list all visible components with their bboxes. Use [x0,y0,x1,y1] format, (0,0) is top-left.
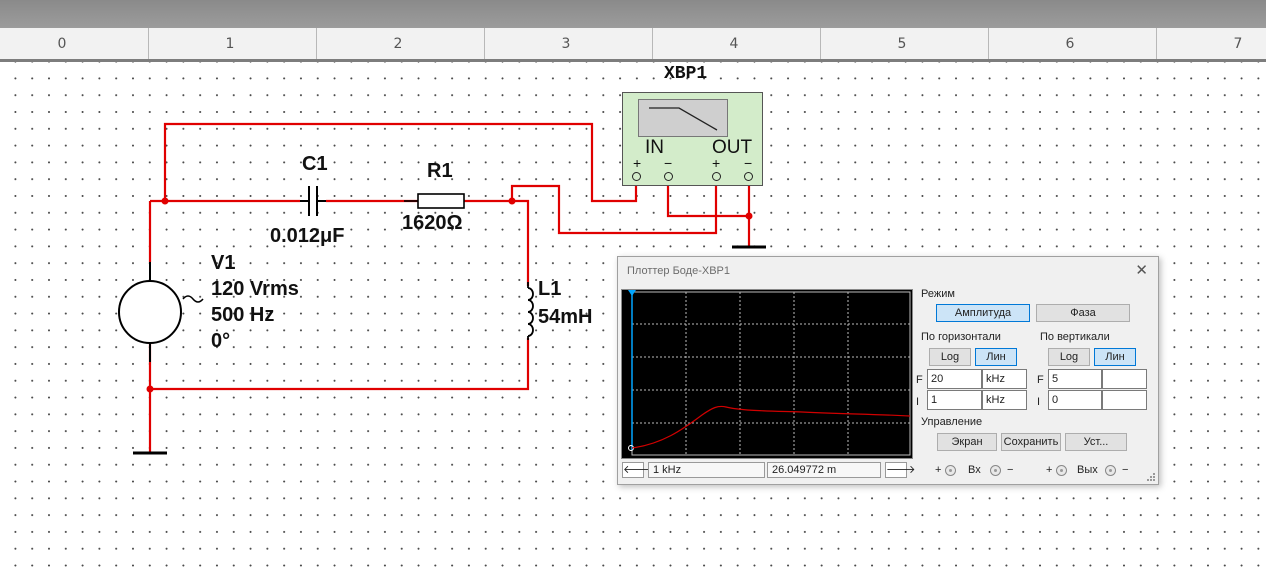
out-plus-sign: + [712,155,721,171]
ruler-label: 6 [1065,36,1075,52]
capacitor-c1[interactable] [300,186,326,216]
wire-in-plus[interactable] [163,122,638,203]
terminal-out-plus[interactable] [712,172,721,181]
screen-button[interactable]: Экран [937,433,997,451]
vertical-final-input[interactable]: 5 [1048,369,1102,389]
terminal-out-minus[interactable] [744,172,753,181]
junction-dot [508,197,516,205]
ruler-label: 3 [561,36,571,52]
r1-name: R1 [427,160,453,182]
r1-value: 1620Ω [402,212,463,234]
cursor-left-button[interactable]: 🡐 [622,462,653,478]
v1-frequency: 500 Hz [211,304,275,326]
vertical-lin-button[interactable]: Лин [1094,348,1136,366]
ruler-label: 1 [225,36,235,52]
v1-name: V1 [211,252,236,274]
close-icon[interactable]: ✕ [1135,262,1148,279]
horizontal-initial-label: I [916,396,920,408]
in-plus-sign: + [935,464,942,476]
in-plus-sign: + [633,155,642,171]
bode-plot-screen[interactable] [621,289,913,459]
out-plus-terminal[interactable] [1056,465,1067,476]
out-plus-sign: + [1046,464,1053,476]
junction-dot [745,212,753,220]
junction-dot [161,197,169,205]
l1-name: L1 [538,278,562,300]
wire-in-minus[interactable] [666,176,749,218]
ruler-label: 0 [57,36,67,52]
bode-icon [638,99,728,137]
in-minus-terminal[interactable] [990,465,1001,476]
wire-out-plus[interactable] [510,176,718,235]
in-plus-terminal[interactable] [945,465,956,476]
ruler-label: 7 [1233,36,1243,52]
vertical-initial-input[interactable]: 0 [1048,390,1102,410]
mode-group-label: Режим [921,288,955,300]
vertical-final-unit[interactable] [1102,369,1147,389]
horizontal-group-label: По горизонтали [921,331,1001,343]
ac-source-v1[interactable] [118,262,204,362]
terminal-in-plus[interactable] [632,172,641,181]
in-minus-sign: − [664,155,673,171]
horizontal-lin-button[interactable]: Лин [975,348,1017,366]
wire-l1-return[interactable] [150,338,530,391]
horizontal-initial-unit[interactable]: kHz [982,390,1027,410]
instrument-label: XBP1 [664,64,708,84]
v1-voltage: 120 Vrms [211,278,299,300]
window-title: Плоттер Боде-XBP1 [627,265,730,277]
horizontal-log-button[interactable]: Log [929,348,971,366]
out-minus-terminal[interactable] [1105,465,1116,476]
toolbar-area [0,0,1266,28]
out-terminals-label: Вых [1077,464,1098,476]
in-label: IN [645,137,664,158]
ruler-label: 2 [393,36,403,52]
horizontal-initial-input[interactable]: 1 [927,390,982,410]
in-minus-sign: − [1007,464,1014,476]
in-terminals-label: Вх [968,464,981,476]
horizontal-final-unit[interactable]: kHz [982,369,1027,389]
ruler-label: 4 [729,36,739,52]
horizontal-final-label: F [916,374,923,386]
out-label: OUT [712,137,753,158]
save-button[interactable]: Сохранить [1001,433,1061,451]
cursor-right-button[interactable]: 🡒 [885,462,916,478]
settings-button[interactable]: Уст... [1065,433,1127,451]
cursor-marker-icon[interactable] [628,290,636,296]
resize-grip-icon[interactable] [1146,472,1156,482]
terminal-in-minus[interactable] [664,172,673,181]
control-group-label: Управление [921,416,983,428]
amplitude-curve [631,405,911,449]
junction-dot [146,385,154,393]
resistor-r1[interactable] [404,193,465,209]
wire-r1-l1[interactable] [464,199,530,286]
value-readout: 26.049772 m [767,462,881,478]
bode-plotter-instrument[interactable]: IN OUT + − + − [622,92,763,186]
inductor-l1[interactable] [527,282,534,340]
c1-value: 0.012μF [270,225,345,247]
out-minus-sign: − [1122,464,1129,476]
frequency-readout: 1 kHz [648,462,765,478]
vertical-final-label: F [1037,374,1044,386]
vertical-log-button[interactable]: Log [1048,348,1090,366]
v1-phase: 0° [211,330,231,352]
ruler-label: 5 [897,36,907,52]
bode-plotter-window[interactable]: Плоттер Боде-XBP1 ✕ Режим Амплитуда Фаза… [617,256,1159,485]
vertical-initial-label: I [1037,396,1041,408]
vertical-group-label: По вертикали [1040,331,1110,343]
l1-value: 54mH [538,306,593,328]
amplitude-button[interactable]: Амплитуда [936,304,1030,322]
top-ruler: 0 1 2 3 4 5 6 7 [0,28,1266,62]
out-minus-sign: − [744,155,753,171]
phase-button[interactable]: Фаза [1036,304,1130,322]
vertical-initial-unit[interactable] [1102,390,1147,410]
v1-labels: V1 120 Vrms 500 Hz 0° [211,250,299,354]
c1-name: C1 [302,153,328,175]
horizontal-final-input[interactable]: 20 [927,369,982,389]
